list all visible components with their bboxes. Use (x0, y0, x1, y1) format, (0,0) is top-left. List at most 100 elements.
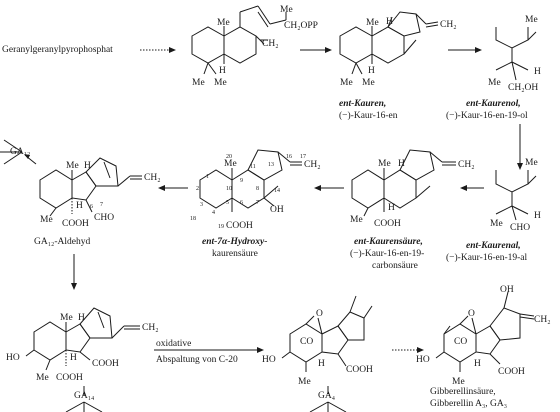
ch2oh-label: CH₂OH (508, 83, 538, 93)
me-label-19: Me (298, 377, 311, 387)
copalyl-pp-structure: Me CH₂OPP CH₂ Me H Me Me (191, 5, 318, 88)
me-label-16: Me (490, 219, 503, 229)
h-label-12: H (318, 359, 325, 369)
h-label-13: H (474, 359, 481, 369)
ent-kauren-structure: CH₂ Me H H Me Me (339, 11, 457, 88)
num-18: 18 (190, 216, 196, 222)
num-7: 7 (100, 202, 103, 208)
me-label-6: Me (340, 78, 353, 88)
me-label-9: Me (488, 78, 501, 88)
arrowhead-ga12 (71, 283, 77, 290)
ent-kaurensaeure-iupac-1: (−)-Kaur-16-en-19- (350, 248, 424, 259)
oh-label: OH (270, 205, 284, 215)
num-19: 19 (218, 224, 224, 230)
ch2-label-3: CH₂ (144, 173, 161, 183)
oxidative-label-1: oxidative (156, 339, 191, 349)
o-label: O (316, 309, 323, 319)
arrowhead-kaurenal (517, 163, 523, 170)
ga14-branch: GA₁₄ (65, 386, 103, 412)
cooh-label-4: COOH (92, 359, 119, 369)
num-8: 8 (256, 186, 259, 192)
h-label: H (219, 66, 226, 76)
num-13: 13 (268, 162, 274, 168)
me-label-8: Me (525, 15, 538, 25)
ent-kaurensaeure-name: ent-Kaurensäure, (354, 237, 423, 247)
ent-kaurenal-iupac: (−)-Kaur-16-en-19-al (446, 252, 527, 263)
num-6b: 6 (240, 200, 243, 206)
co-label: CO (300, 337, 313, 347)
cho-label-2: CHO (510, 223, 530, 233)
ga4-structure: O CO HO H Me COOH (262, 295, 373, 387)
me-label-15: Me (525, 158, 538, 168)
ent-kauren-name: ent-Kauren, (339, 99, 386, 109)
ch2opp-label: CH₂OPP (284, 21, 318, 31)
num-11: 11 (250, 164, 256, 170)
cho-label: CHO (94, 213, 114, 223)
arrowhead-kaurensaeure (460, 185, 467, 191)
me-label-2: Me (217, 18, 230, 28)
ga12-branch: GA₁₂ (0, 139, 37, 165)
num-3: 3 (200, 202, 203, 208)
me-label-14: Me (350, 215, 363, 225)
oxidative-label-2: Abspaltung von C-20 (156, 355, 238, 365)
ga3-structure: OH CH₂ O CO HO H Me COOH (416, 285, 551, 387)
ggpp-label: Geranylgeranylpyrophosphat (2, 45, 113, 55)
ent-kaurenol-name: ent-Kaurenol, (466, 99, 521, 109)
co-label-2: CO (454, 337, 467, 347)
me-label-4: Me (214, 78, 227, 88)
hydroxy-name-1: ent-7α-Hydroxy- (202, 237, 267, 247)
cooh-label-3: COOH (374, 219, 401, 229)
arrowhead-kauren (325, 47, 332, 53)
arrowhead-ga12-aldehyd (158, 185, 165, 191)
ent-kaurenol-structure: Me H Me CH₂OH (488, 15, 541, 93)
cooh-label-5: COOH (56, 373, 83, 383)
ga12-structure: Me H CH₂ HO Me H COOH COOH (6, 307, 159, 383)
ho-label: HO (6, 353, 20, 363)
num-16: 16 (286, 154, 292, 160)
cooh-label-6: COOH (346, 365, 373, 375)
num-6: 6 (90, 204, 93, 210)
ga14-label: GA₁₄ (74, 391, 94, 401)
h-label-4: H (534, 67, 541, 77)
me-label-18: Me (36, 373, 49, 383)
ga12-aldehyd-label: GA₁₂-Aldehyd (34, 237, 90, 247)
cooh-label-7: COOH (498, 367, 525, 377)
h-label-11: H (70, 353, 77, 363)
h-label-8: H (388, 203, 395, 213)
arrowhead-oxidative (257, 347, 264, 353)
ga4-branch: GA₄ (309, 386, 347, 412)
arrowhead-ga3 (417, 347, 424, 353)
ga3-label-2: Gibberellin A₃, GA₃ (430, 399, 507, 409)
num-10: 10 (226, 186, 232, 192)
me-label-5: Me (366, 18, 379, 28)
me-label-3: Me (192, 78, 205, 88)
num-14: 14 (274, 188, 280, 194)
ent-kaurensaeure-iupac-2: carbonsäure (372, 261, 418, 271)
me-label-12: Me (224, 159, 237, 169)
h-label-10: H (78, 313, 85, 323)
ch2-label-5: CH₂ (458, 160, 475, 170)
num-20: 20 (226, 154, 232, 160)
ch2-label-4: CH₂ (304, 160, 321, 170)
hydroxy-kaurensaeure-structure: 20 Me 11 13 16 17 CH₂ 1 10 9 8 14 2 5 6 … (190, 149, 321, 231)
num-4: 4 (212, 210, 215, 216)
num-7b: 7 (256, 200, 259, 206)
o-label-2: O (468, 309, 475, 319)
h-label-2: H (386, 17, 393, 27)
me-label-7: Me (362, 78, 375, 88)
me-label-20: Me (452, 377, 465, 387)
ho-label-3: HO (416, 355, 430, 365)
ch2-label-6: CH₂ (142, 323, 159, 333)
ch2-label-7: CH₂ (534, 315, 551, 325)
num-17: 17 (300, 154, 306, 160)
num-1: 1 (206, 174, 209, 180)
ent-kaurenol-iupac: (−)-Kaur-16-en-19-ol (446, 110, 528, 121)
me-label-17: Me (60, 313, 73, 323)
h-label-7: H (398, 159, 405, 169)
num-5: 5 (226, 200, 229, 206)
ga12-aldehyd-structure: Me H CH₂ 6 7 CHO Me H COOH (39, 157, 161, 229)
ho-label-2: HO (262, 355, 276, 365)
h-label-9: H (534, 211, 541, 221)
me-label-11: Me (40, 215, 53, 225)
